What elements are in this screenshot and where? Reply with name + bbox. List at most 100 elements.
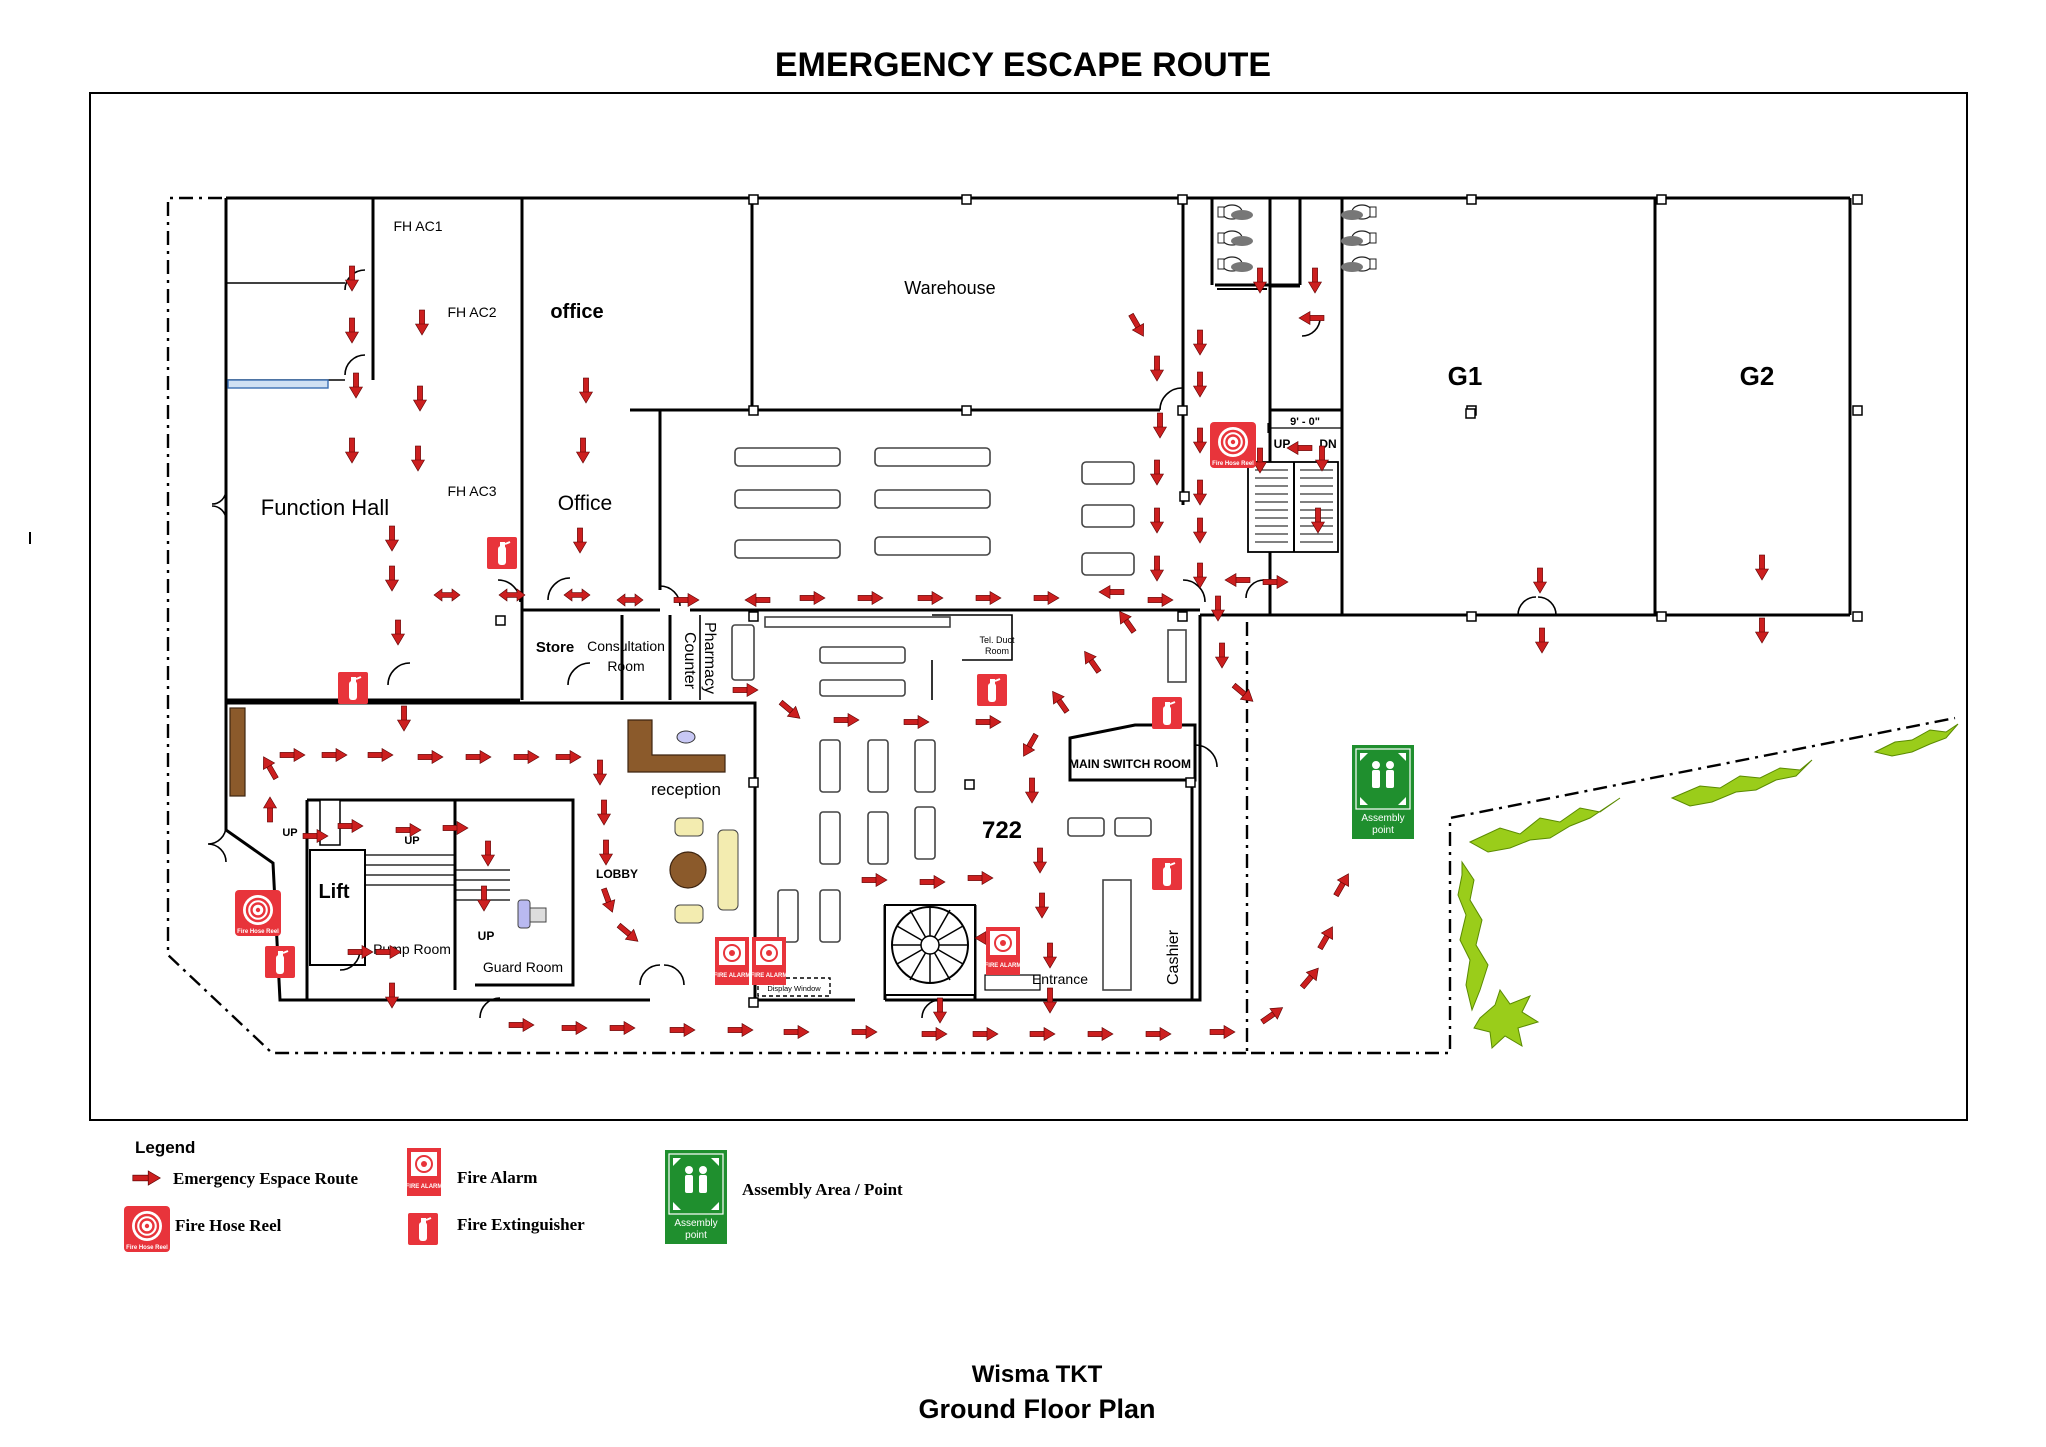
- route-arrow: [967, 871, 994, 885]
- assembly-point-icon: Assembly point: [1351, 744, 1415, 840]
- spiral-stair: [884, 904, 1041, 996]
- route-arrow: [857, 591, 884, 605]
- route-arrow: [573, 527, 587, 554]
- route-arrow: [1262, 575, 1289, 589]
- route-arrow: [744, 593, 771, 607]
- fire-hose-reel-icon: Fire Hose Reel: [1208, 420, 1258, 470]
- label-lobby: LOBBY: [596, 867, 638, 881]
- route-arrow: [799, 591, 826, 605]
- route-arrow: [1125, 311, 1150, 340]
- site-boundary: [166, 196, 1956, 1055]
- fire-extinguisher-icon: [264, 945, 296, 979]
- route-arrow: [861, 873, 888, 887]
- legend-route: Emergency Espace Route: [173, 1169, 359, 1188]
- route-arrow: [349, 372, 363, 399]
- label-pump-up: UP: [404, 835, 419, 847]
- route-arrow: [1297, 963, 1324, 992]
- route-arrow: [776, 697, 805, 724]
- label-guard-room: Guard Room: [483, 959, 563, 975]
- svg-text:FIRE ALARM: FIRE ALARM: [406, 1184, 443, 1190]
- route-arrow: [1211, 595, 1225, 622]
- fire-alarms: FIRE ALARM FIRE ALARM FIRE ALARM: [714, 926, 1022, 986]
- route-arrow: [1078, 647, 1105, 676]
- legend: Legend Emergency Espace Route Fire Hose …: [122, 1138, 903, 1254]
- route-arrow: [1087, 1027, 1114, 1041]
- route-arrow: [1145, 1027, 1172, 1041]
- plan-frame: [89, 92, 1968, 1121]
- route-arrow: [1224, 573, 1251, 587]
- route-arrow: [1193, 427, 1207, 454]
- route-arrow: [1113, 607, 1140, 636]
- hedges: [1457, 723, 1959, 1050]
- route-arrow: [833, 713, 860, 727]
- warehouse-shelves: [734, 447, 1135, 576]
- route-arrow: [579, 377, 593, 404]
- svg-text:FIRE ALARM: FIRE ALARM: [714, 973, 751, 979]
- label-office-upper: office: [550, 301, 603, 323]
- label-stair-up: UP: [1274, 437, 1291, 451]
- route-arrow: [1033, 591, 1060, 605]
- building-name: Wisma TKT: [972, 1361, 1103, 1388]
- label-entrance: Entrance: [1032, 971, 1088, 987]
- route-arrow: [513, 750, 540, 764]
- route-arrow: [1229, 680, 1258, 707]
- doors: [207, 269, 1557, 1019]
- svg-text:Assembly: Assembly: [1361, 813, 1404, 824]
- route-arrow: [1533, 567, 1547, 594]
- label-pharmacy-counter: Counter: [681, 632, 698, 690]
- svg-text:Fire Hose Reel: Fire Hose Reel: [1212, 461, 1254, 467]
- route-arrow: [597, 799, 611, 826]
- route-arrow: [933, 997, 947, 1024]
- label-main-switch: MAIN SWITCH ROOM: [1069, 757, 1191, 771]
- route-arrow: [345, 317, 359, 344]
- fire-extinguisher-icon: [1151, 696, 1183, 730]
- svg-text:Fire Hose Reel: Fire Hose Reel: [237, 929, 279, 935]
- svg-text:FIRE ALARM: FIRE ALARM: [751, 973, 788, 979]
- route-arrow: [1029, 1027, 1056, 1041]
- route-arrow: [669, 1023, 696, 1037]
- fire-hose-reels: Fire Hose Reel Fire Hose Reel: [233, 420, 1258, 938]
- route-dblarrow: [433, 588, 461, 602]
- floor-name: Ground Floor Plan: [919, 1394, 1156, 1424]
- route-arrow: [321, 748, 348, 762]
- route-arrow: [257, 753, 282, 782]
- route-arrow: [508, 1018, 535, 1032]
- route-arrow: [903, 715, 930, 729]
- label-consultation-room: Room: [607, 658, 644, 674]
- route-arrow: [1209, 1025, 1236, 1039]
- label-g2: G2: [1740, 361, 1775, 391]
- label-guard-up: UP: [478, 929, 495, 943]
- route-arrow: [413, 385, 427, 412]
- route-arrow: [975, 715, 1002, 729]
- fire-alarm-icon: FIRE ALARM: [751, 936, 788, 986]
- label-function-hall: Function Hall: [261, 495, 389, 520]
- route-arrow: [561, 1021, 588, 1035]
- route-arrow: [614, 920, 643, 947]
- route-arrow: [385, 565, 399, 592]
- fire-extinguisher-icon: [486, 536, 518, 570]
- label-stair-width: 9' - 0": [1290, 416, 1320, 428]
- route-arrow: [1258, 1001, 1287, 1028]
- route-arrow: [1193, 479, 1207, 506]
- label-722: 722: [982, 817, 1022, 844]
- route-arrow: [1150, 555, 1164, 582]
- route-arrow: [1755, 554, 1769, 581]
- route-arrow: [1215, 642, 1229, 669]
- column-markers: [495, 194, 1863, 1008]
- legend-alarm-icon: FIRE ALARM: [406, 1147, 443, 1197]
- label-consultation: Consultation: [587, 638, 665, 654]
- route-arrow: [337, 819, 364, 833]
- route-arrow: [1150, 355, 1164, 382]
- route-arrow: [415, 309, 429, 336]
- route-arrow: [1755, 617, 1769, 644]
- label-tel-duct-room: Room: [985, 646, 1009, 656]
- label-lift: Lift: [318, 881, 349, 903]
- route-arrow: [279, 748, 306, 762]
- route-arrow: [851, 1025, 878, 1039]
- legend-assembly-icon: Assembly point: [664, 1149, 728, 1245]
- route-arrow: [1330, 870, 1355, 899]
- route-arrow: [1193, 371, 1207, 398]
- legend-assembly: Assembly Area / Point: [742, 1180, 903, 1199]
- room-labels: Function Hall FH AC1 FH AC2 FH AC3 offic…: [261, 218, 1775, 993]
- svg-text:FIRE ALARM: FIRE ALARM: [985, 963, 1022, 969]
